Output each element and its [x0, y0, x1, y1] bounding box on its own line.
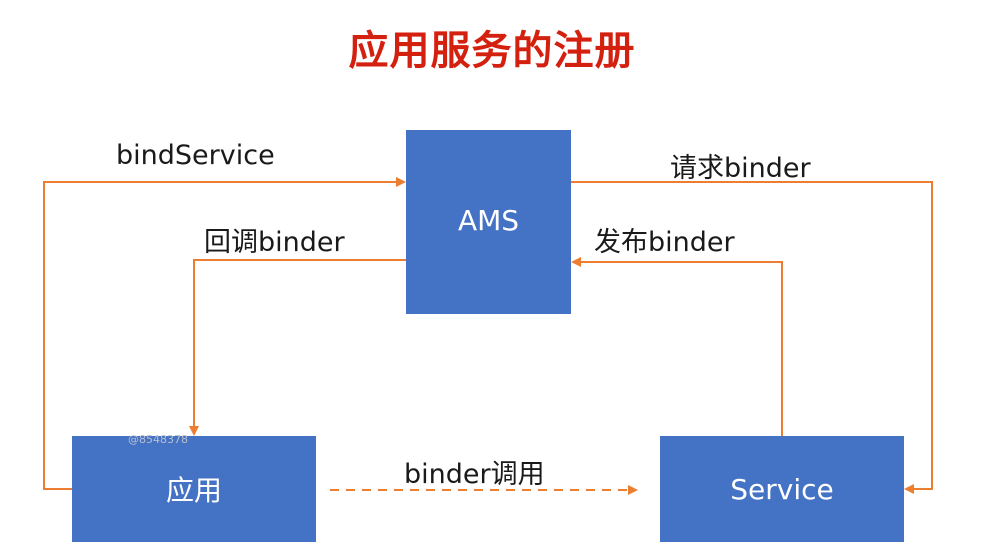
- service-node: Service: [660, 436, 904, 542]
- bind-service-label: bindService: [116, 140, 275, 171]
- publish-binder-arrow: [571, 257, 783, 436]
- page-title: 应用服务的注册: [348, 28, 636, 74]
- bind-service-arrow: [43, 177, 406, 490]
- request-binder-arrow: [571, 181, 933, 494]
- ams-label: AMS: [457, 204, 520, 237]
- request-binder-label: 请求binder: [670, 153, 811, 184]
- app-node: 应用: [72, 436, 316, 542]
- ams-node: AMS: [406, 130, 571, 314]
- watermark: @8548378: [128, 433, 188, 446]
- callback-binder-label: 回调binder: [204, 227, 345, 258]
- callback-binder-arrow: [189, 259, 406, 436]
- publish-binder-label: 发布binder: [594, 227, 735, 258]
- service-label: Service: [730, 472, 834, 506]
- binder-call-label: binder调用: [404, 459, 545, 490]
- app-label: 应用: [165, 474, 222, 507]
